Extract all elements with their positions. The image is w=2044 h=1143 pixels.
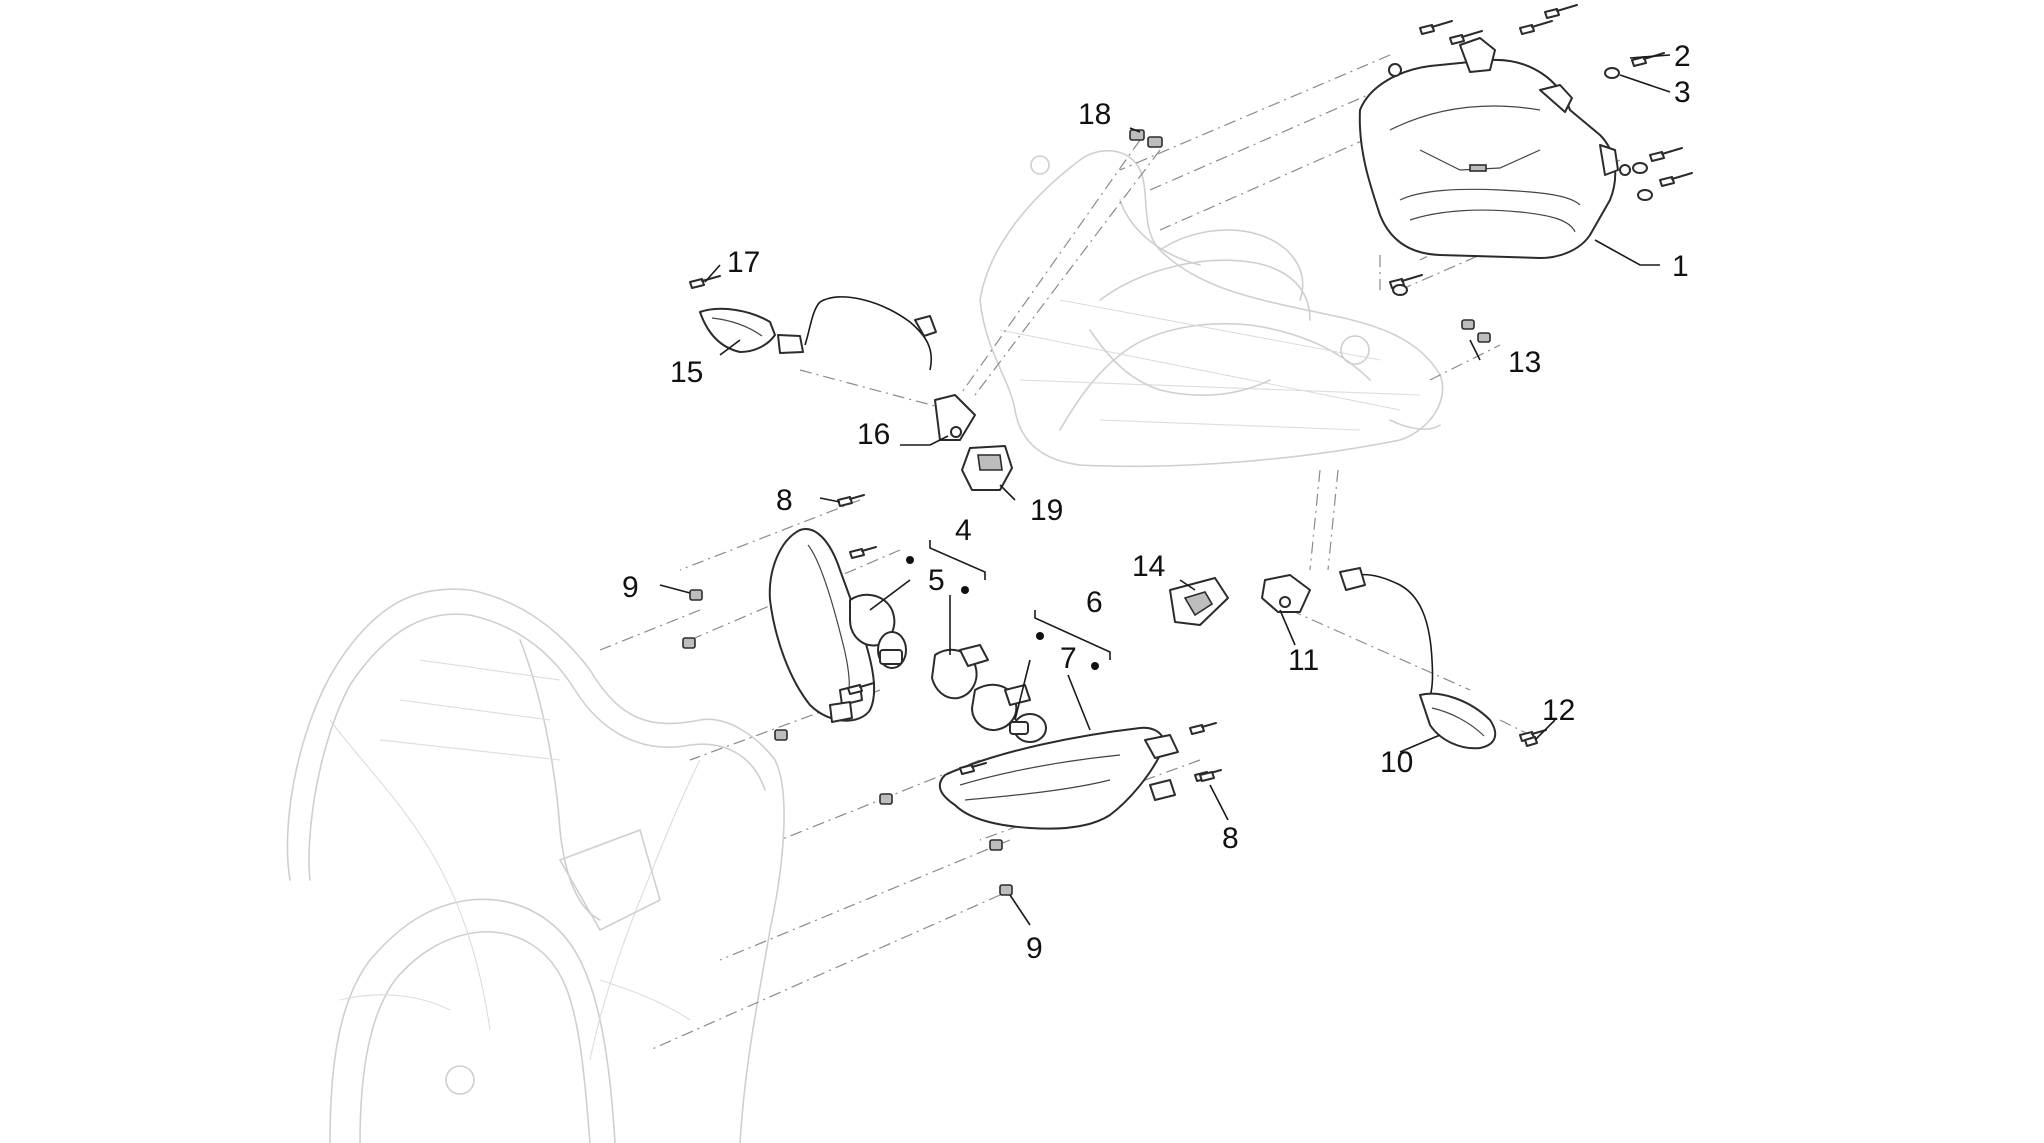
bracket-part-16 — [934, 394, 976, 441]
switch-part-19 — [961, 445, 1013, 491]
callout-9-bottom: 9 — [1026, 932, 1043, 965]
leader-lines — [659, 54, 1671, 926]
callout-3: 3 — [1674, 76, 1691, 109]
left-front-lamp — [768, 528, 896, 723]
callout-17: 17 — [727, 246, 760, 279]
callout-13: 13 — [1508, 346, 1541, 379]
right-front-lamp — [938, 722, 1222, 830]
handlebar-cover-ghost — [979, 149, 1444, 468]
turn-signal-right-10 — [1339, 567, 1547, 750]
callout-19: 19 — [1030, 494, 1063, 527]
bulbs — [877, 631, 1047, 743]
headlight-screws — [1389, 4, 1693, 296]
callout-8-bottom: 8 — [1222, 822, 1239, 855]
callout-1: 1 — [1672, 250, 1689, 283]
screw-parts-8 — [837, 494, 1215, 782]
front-shield-ghost — [286, 588, 785, 1143]
callout-9-top: 9 — [622, 571, 639, 604]
switch-part-14 — [1169, 577, 1229, 626]
callout-11: 11 — [1288, 644, 1319, 677]
callout-10: 10 — [1380, 746, 1413, 779]
callout-dots — [906, 556, 1099, 670]
clip-part-13 — [1461, 319, 1491, 343]
callout-7: 7 — [1060, 642, 1077, 675]
headlight-assembly — [1358, 37, 1631, 259]
bracket-part-11 — [1261, 574, 1311, 613]
small-screws — [1524, 736, 1538, 747]
callout-14: 14 — [1132, 550, 1165, 583]
callout-labels: 1 2 3 4 5 6 7 8 8 9 9 10 11 12 13 14 15 … — [622, 40, 1691, 965]
callout-15: 15 — [670, 356, 703, 389]
callout-12: 12 — [1542, 694, 1575, 727]
clip-part-18 — [1129, 129, 1163, 148]
callout-4: 4 — [955, 514, 972, 547]
callout-16: 16 — [857, 418, 890, 451]
callout-6: 6 — [1086, 586, 1103, 619]
callout-8-top: 8 — [776, 484, 793, 517]
turn-signal-left-15 — [689, 275, 937, 371]
callout-5: 5 — [928, 564, 945, 597]
callout-18: 18 — [1078, 98, 1111, 131]
callout-2: 2 — [1674, 40, 1691, 73]
clip-parts-9 — [682, 589, 1013, 896]
